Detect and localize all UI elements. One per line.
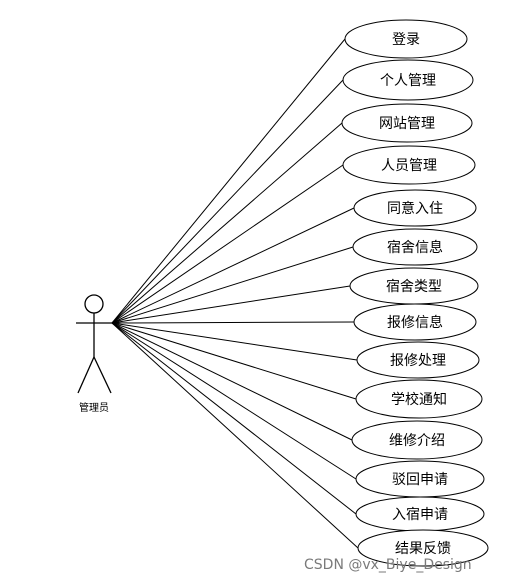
association-line	[111, 322, 359, 549]
association-line	[111, 321, 355, 324]
use-case-ellipse	[353, 189, 477, 227]
use-case-label: 个人管理	[380, 73, 436, 89]
watermark: CSDN @vx_Biye_Design	[304, 557, 472, 573]
use-case: 个人管理	[342, 59, 474, 101]
actor-left-leg	[77, 356, 95, 394]
use-case: 同意入住	[353, 189, 477, 227]
use-case-ellipse	[342, 59, 474, 101]
use-case-label: 宿舍信息	[387, 239, 443, 256]
use-case-label: 网站管理	[379, 116, 435, 132]
use-case: 报修处理	[356, 341, 480, 379]
use-case-ellipse	[355, 379, 483, 419]
use-case: 报修信息	[353, 303, 477, 341]
association-line	[111, 122, 343, 324]
use-case: 人员管理	[342, 145, 476, 185]
actor-label: 管理员	[79, 401, 109, 414]
use-case-label: 结果反馈	[395, 541, 451, 557]
use-case: 入宿申请	[355, 496, 485, 532]
use-case-label: 报修处理	[390, 353, 446, 369]
use-case: 结果反馈	[357, 529, 489, 567]
actor-head	[84, 294, 104, 314]
use-case: 登录	[344, 19, 468, 59]
use-case: 维修介绍	[351, 420, 483, 460]
use-case-ellipse	[352, 228, 478, 266]
association-line	[111, 322, 353, 441]
association-line	[111, 207, 355, 324]
use-case-label: 维修介绍	[389, 433, 445, 449]
use-case-ellipse	[356, 341, 480, 379]
association-lines	[111, 38, 359, 549]
use-case-label: 同意入住	[387, 200, 443, 217]
use-case-label: 学校通知	[391, 391, 447, 408]
use-case-ellipse	[344, 19, 468, 59]
use-case-ellipse	[342, 145, 476, 185]
use-case-list: 登录个人管理网站管理人员管理同意入住宿舍信息宿舍类型报修信息报修处理学校通知维修…	[341, 19, 489, 567]
association-line	[111, 79, 344, 324]
use-case-label: 报修信息	[387, 314, 443, 331]
association-line	[111, 38, 346, 324]
use-case: 网站管理	[341, 103, 473, 143]
use-case-label: 宿舍类型	[386, 278, 442, 295]
association-line	[111, 285, 351, 324]
association-line	[111, 164, 344, 324]
use-case: 驳回申请	[355, 460, 485, 498]
use-case-ellipse	[341, 103, 473, 143]
association-line	[111, 322, 357, 480]
use-case-ellipse	[357, 529, 489, 567]
use-case: 学校通知	[355, 379, 483, 419]
use-case-label: 登录	[392, 32, 420, 48]
use-case-label: 驳回申请	[392, 472, 448, 488]
use-case: 宿舍类型	[349, 267, 479, 305]
use-case-ellipse	[351, 420, 483, 460]
association-line	[111, 322, 357, 515]
actor-administrator: 管理员	[76, 294, 112, 414]
use-case-label: 入宿申请	[392, 506, 448, 523]
use-case: 宿舍信息	[352, 228, 478, 266]
association-line	[111, 246, 354, 324]
association-line	[111, 322, 358, 361]
actor-right-leg	[93, 356, 112, 394]
use-case-label: 人员管理	[381, 158, 437, 174]
use-case-ellipse	[353, 303, 477, 341]
association-line	[111, 322, 357, 400]
